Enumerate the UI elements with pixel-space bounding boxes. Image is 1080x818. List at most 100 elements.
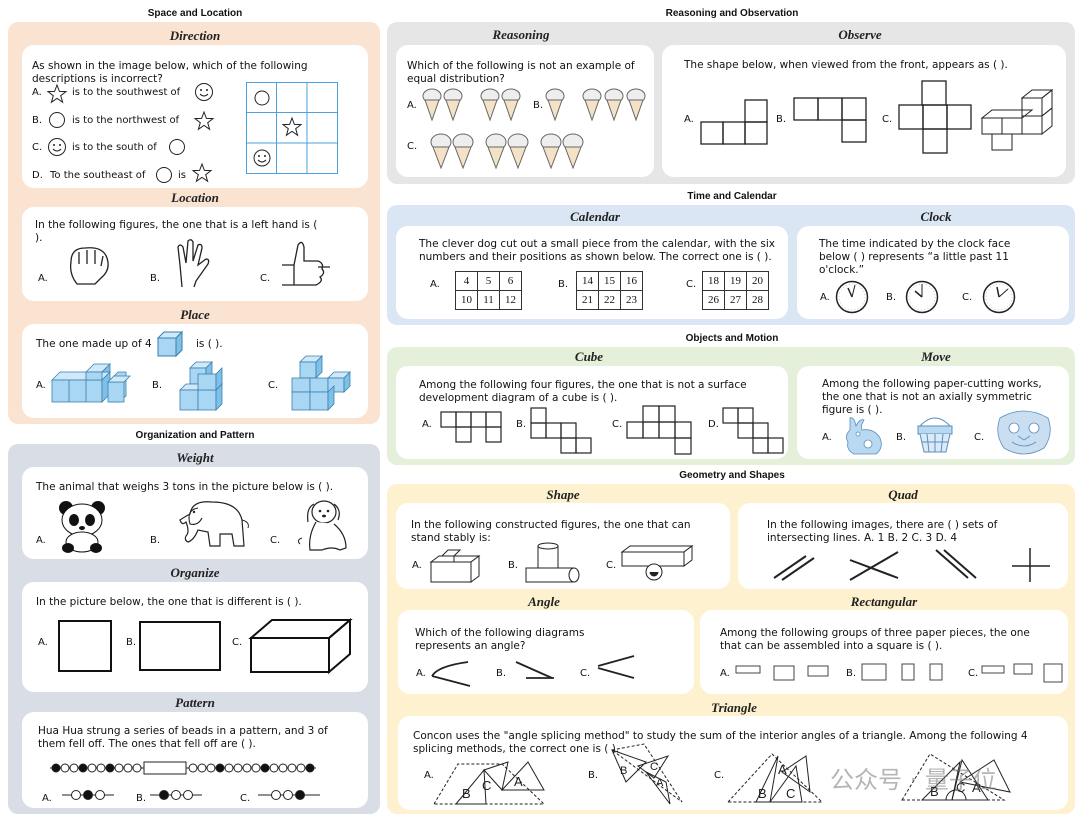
triangle-option-a: A. bbox=[424, 770, 434, 781]
cube-net-a bbox=[440, 411, 502, 443]
svg-text:A: A bbox=[514, 774, 523, 789]
panda-icon bbox=[59, 501, 105, 553]
bead-string bbox=[50, 761, 316, 775]
category-location: Location bbox=[171, 190, 219, 205]
direction-option-c: C. bbox=[32, 142, 43, 153]
clock-face-c bbox=[982, 280, 1016, 314]
smiley-icon bbox=[195, 83, 213, 101]
card-direction bbox=[22, 45, 368, 188]
icecream-pair-a1 bbox=[422, 88, 463, 122]
reasoning-option-a: A. bbox=[407, 100, 417, 111]
direction-a-text: is to the southwest of bbox=[72, 87, 181, 98]
hand-icon bbox=[177, 239, 210, 288]
reasoning-option-c: C. bbox=[407, 141, 418, 152]
direction-question: As shown in the image below, which of th… bbox=[32, 60, 308, 85]
section-title-org: Organization and Pattern bbox=[135, 430, 255, 441]
papercut-rabbit-icon bbox=[846, 417, 882, 455]
cube-option-c: C. bbox=[612, 419, 623, 430]
category-weight: Weight bbox=[176, 450, 214, 465]
svg-text:C: C bbox=[650, 761, 658, 773]
svg-text:A: A bbox=[778, 762, 787, 777]
section-title-space: Space and Location bbox=[147, 8, 243, 19]
rect-pieces-c bbox=[981, 663, 1063, 683]
section-title-time: Time and Calendar bbox=[687, 191, 777, 202]
shape-figure-b bbox=[525, 542, 580, 583]
lines-figure-2 bbox=[849, 551, 899, 581]
circle-icon bbox=[156, 167, 172, 183]
category-direction: Direction bbox=[169, 28, 221, 43]
cube-option-d: D. bbox=[708, 419, 719, 430]
pattern-option-a: A. bbox=[42, 793, 52, 804]
triangle-question: Concon uses the "angle splicing method" … bbox=[413, 730, 1028, 755]
watermark-text: 公众号 · 量子位 bbox=[830, 766, 997, 794]
cube-option-b: B. bbox=[516, 419, 527, 430]
category-observe: Observe bbox=[838, 27, 882, 42]
observe-question: The shape below, when viewed from the fr… bbox=[684, 59, 1008, 71]
clock-face-b bbox=[905, 280, 939, 314]
weight-option-c: C. bbox=[270, 535, 281, 546]
angle-option-b: B. bbox=[496, 668, 507, 679]
cube-net-b bbox=[530, 407, 592, 454]
cube-stack-a bbox=[51, 363, 131, 403]
clock-question: The time indicated by the clock face bel… bbox=[819, 238, 1011, 276]
shape-option-b: B. bbox=[508, 560, 519, 571]
angle-question: Which of the following diagrams represen… bbox=[415, 627, 585, 652]
location-option-b: B. bbox=[150, 273, 161, 284]
lines-figure-1 bbox=[773, 555, 815, 581]
puppy-icon bbox=[297, 500, 347, 551]
svg-text:B: B bbox=[930, 784, 939, 799]
icecream-triple-b bbox=[582, 88, 646, 122]
clock-option-b: B. bbox=[886, 292, 897, 303]
category-quad: Quad bbox=[888, 487, 918, 502]
calendar-question: The clever dog cut out a small piece fro… bbox=[419, 238, 776, 263]
rect-option-a: A. bbox=[720, 668, 730, 679]
section-title-geo: Geometry and Shapes bbox=[679, 470, 785, 481]
icecream-pair-c2 bbox=[485, 133, 529, 170]
category-rect: Rectangular bbox=[850, 594, 918, 609]
svg-text:C: C bbox=[482, 778, 491, 793]
rect-option-b: B. bbox=[846, 668, 857, 679]
reasoning-option-b: B. bbox=[533, 100, 544, 111]
category-move: Move bbox=[921, 349, 951, 364]
organize-option-c: C. bbox=[232, 637, 243, 648]
rect-question: Among the following groups of three pape… bbox=[720, 627, 1030, 652]
category-cube: Cube bbox=[574, 349, 604, 364]
direction-option-b: B. bbox=[32, 115, 43, 126]
shape-question: In the following constructed figures, th… bbox=[411, 519, 691, 544]
cube-question: Among the following four figures, the on… bbox=[419, 379, 747, 404]
place-option-a: A. bbox=[36, 380, 46, 391]
category-reasoning: Reasoning bbox=[492, 27, 550, 42]
rectangle-shape bbox=[139, 621, 221, 671]
organize-option-b: B. bbox=[126, 637, 137, 648]
observe-shape-c bbox=[898, 80, 972, 154]
triangle-option-c: C. bbox=[714, 770, 725, 781]
svg-text:A: A bbox=[656, 777, 664, 789]
direction-d-text2: is bbox=[178, 170, 186, 181]
pattern-question: Hua Hua strung a series of beads in a pa… bbox=[38, 725, 328, 750]
fist-icon bbox=[69, 247, 109, 285]
place-question-part2: is ( ). bbox=[196, 338, 223, 350]
observe-shape-a bbox=[700, 99, 768, 145]
place-option-b: B. bbox=[152, 380, 163, 391]
weight-option-a: A. bbox=[36, 535, 46, 546]
smiley-icon bbox=[48, 138, 66, 156]
star-icon bbox=[191, 162, 213, 183]
category-triangle: Triangle bbox=[711, 700, 757, 715]
bead-option-a bbox=[62, 790, 114, 800]
reasoning-question: Which of the following is not an example… bbox=[407, 60, 635, 85]
angle-option-a: A. bbox=[416, 668, 426, 679]
category-organize: Organize bbox=[170, 565, 220, 580]
observe-3d-figure bbox=[980, 88, 1054, 151]
angle-figure-c bbox=[597, 655, 635, 679]
angle-figure-a bbox=[431, 661, 471, 687]
organize-question: In the picture below, the one that is di… bbox=[36, 596, 302, 608]
location-question: In the following figures, the one that i… bbox=[35, 219, 318, 244]
card-triangle bbox=[398, 716, 1068, 810]
move-option-b: B. bbox=[896, 432, 907, 443]
star-icon bbox=[193, 110, 215, 131]
category-calendar: Calendar bbox=[570, 209, 620, 224]
